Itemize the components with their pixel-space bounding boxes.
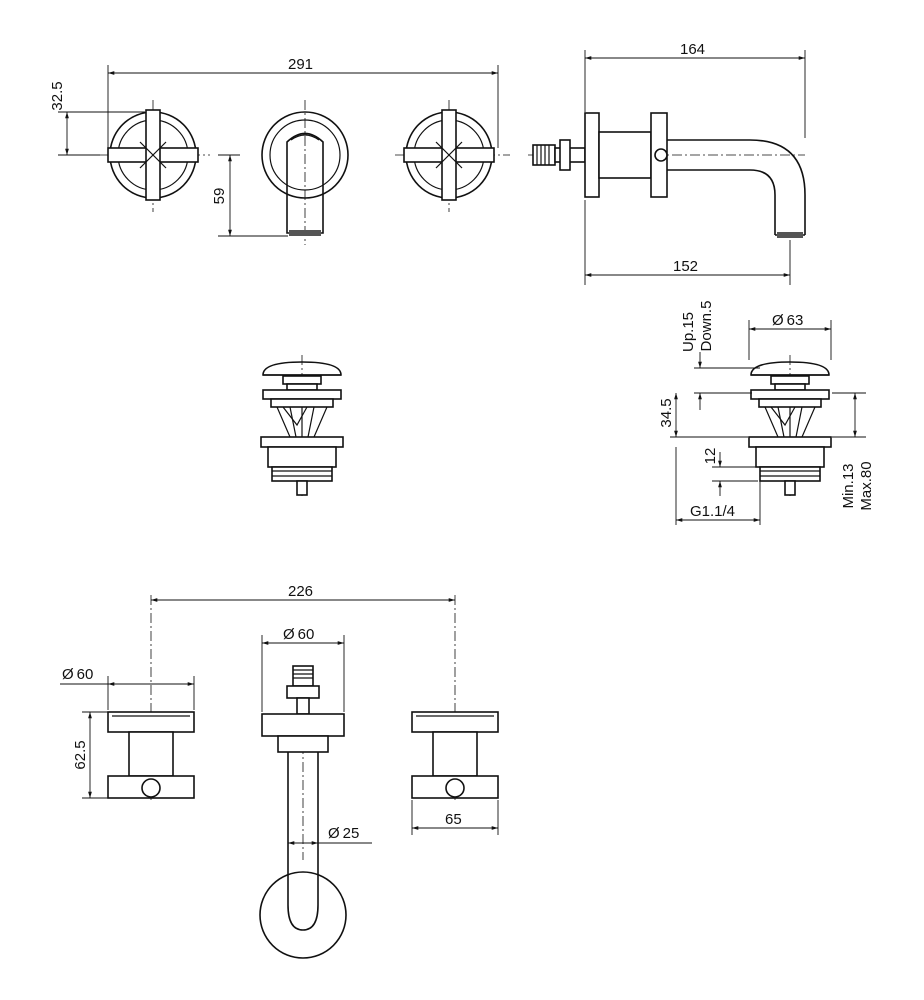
valve-body-side [598,131,652,179]
spout-top [261,111,349,236]
dim-down-5: Down.5 [698,301,715,352]
dim-226: 226 [288,583,313,600]
dim-152: 152 [673,258,698,275]
side-view: 164 152 [528,41,806,285]
left-handle-front [107,711,195,799]
dim-12: 12 [702,448,719,465]
dim-max-80: Max.80 [858,461,875,510]
dim-up-15: Up.15 [680,312,697,352]
top-view: 291 32.5 59 [49,56,510,245]
dim-291: 291 [288,56,313,73]
dim-thread: G1.1/4 [690,503,735,520]
dim-59: 59 [211,188,228,205]
spout-pipe-inner [667,169,776,235]
dim-65: 65 [445,811,462,828]
inlet-fitting-side [532,139,586,171]
dim-min-13: Min.13 [840,463,857,508]
left-cross-handle-top [107,109,199,201]
right-cross-handle-top [403,109,495,201]
dim-62-5: 62.5 [72,740,89,769]
dim-164: 164 [680,41,705,58]
spout-pipe-outer [667,139,806,235]
dim-32-5: 32.5 [49,81,66,110]
wall-plate-side [584,112,600,198]
drain-view-left [260,355,344,498]
spout-front [259,665,347,959]
right-handle-front [411,711,499,799]
dim-34-5: 34.5 [658,398,675,427]
